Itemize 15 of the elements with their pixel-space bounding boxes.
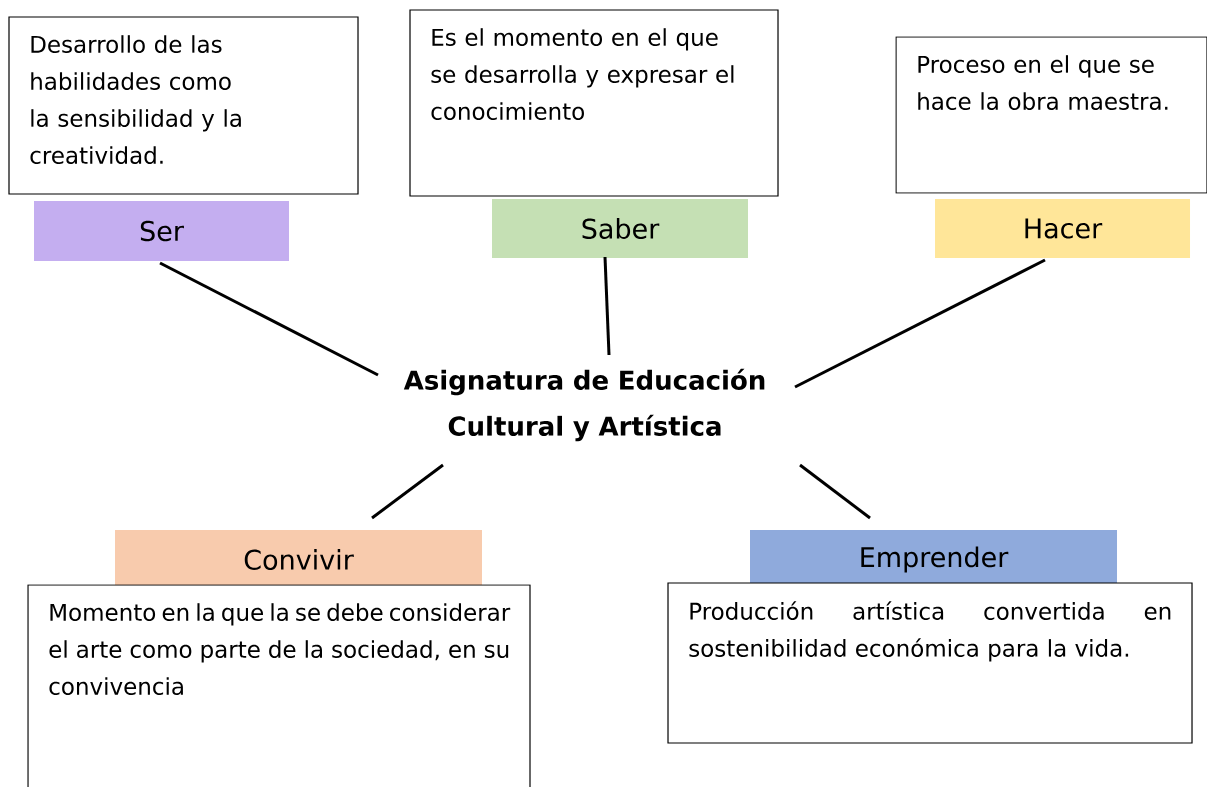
connector-line — [794, 258, 1046, 389]
description-box: Proceso en el que se hace la obra maestra. — [895, 36, 1207, 194]
category-band: Convivir — [115, 530, 482, 589]
connector-line — [799, 463, 871, 520]
connector-line — [159, 261, 379, 377]
description-box: Es el momento en el que se desarrolla y expresar el conocimiento — [409, 9, 779, 197]
description-box: Momento en la que la se debe considerar el arte como parte de la sociedad, en su convivencia — [27, 584, 531, 787]
description-box: Desarrollo de las habilidades como la sensibilidad y la creatividad. — [8, 16, 359, 195]
category-band: Saber — [492, 199, 748, 258]
connector-line — [371, 463, 444, 520]
category-band: Ser — [34, 201, 289, 261]
category-band: Hacer — [935, 199, 1190, 258]
description-box: Producción artística convertida en sostenibilidad económica para la vida. — [667, 582, 1193, 744]
connector-line — [603, 256, 611, 356]
central-title: Asignatura de Educación Cultural y Artística — [403, 368, 765, 442]
